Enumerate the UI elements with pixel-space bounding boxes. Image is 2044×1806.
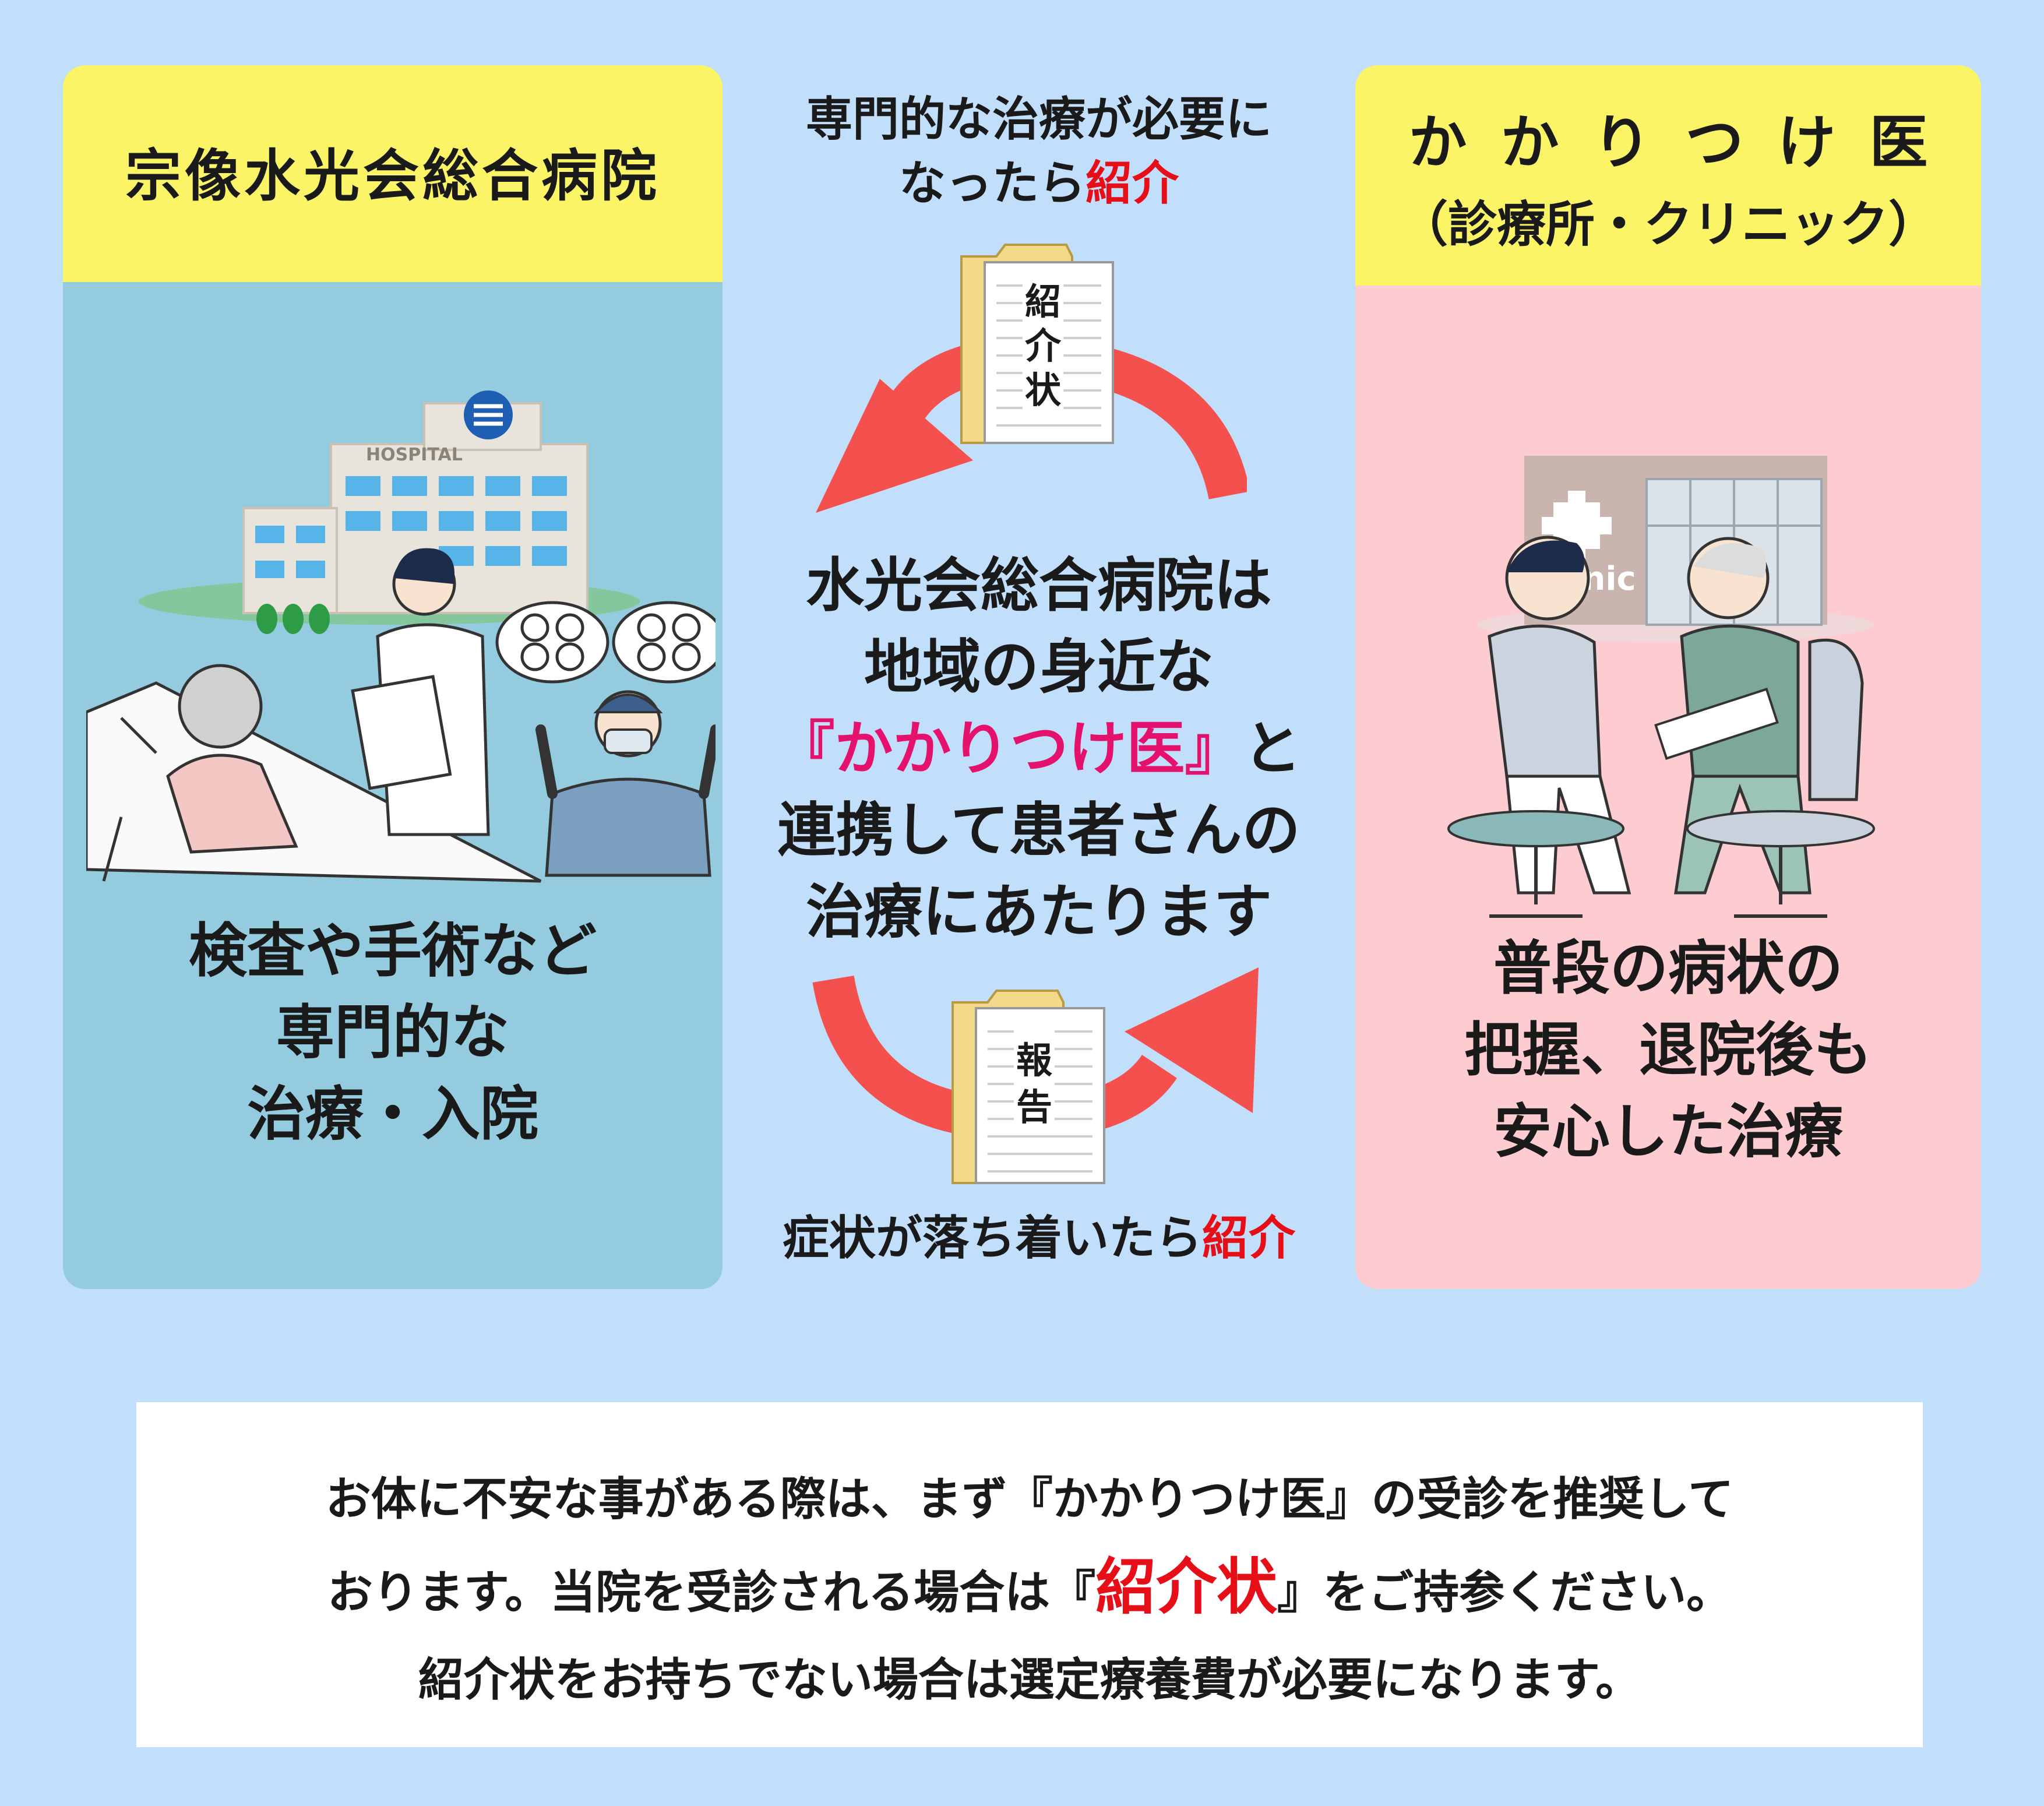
main-message-line5: 治療にあたります bbox=[806, 878, 1272, 946]
referral-caption-top: 専門的な治療が必要に なったら紹介 bbox=[723, 87, 1355, 216]
main-message-line2: 地域の身近な bbox=[864, 633, 1214, 701]
hospital-name: 宗像水光会総合病院 bbox=[125, 143, 660, 209]
hospital-desc-line2: 専門的な bbox=[276, 998, 509, 1066]
report-letter-icon bbox=[951, 990, 1105, 1184]
clinic-header: かかりつけ医 （診療所・クリニック） bbox=[1355, 65, 1981, 286]
hospital-desc-line1: 検査や手術など bbox=[189, 917, 597, 985]
hospital-description: 検査や手術など 専門的な 治療・入院 bbox=[63, 910, 723, 1155]
clinic-desc-line3: 安心した治療 bbox=[1493, 1097, 1843, 1166]
clinic-desc-line2: 把握、退院後も bbox=[1464, 1016, 1872, 1084]
clinic-desc-line1: 普段の病状の bbox=[1493, 934, 1843, 1002]
main-message: 水光会総合病院は 地域の身近な 『かかりつけ医』と 連携して患者さんの 治療にあ… bbox=[723, 545, 1355, 953]
hospital-header: 宗像水光会総合病院 bbox=[63, 65, 723, 282]
referral-caption-top-line2: なったら紹介 bbox=[899, 156, 1179, 210]
clinic-description: 普段の病状の 把握、退院後も 安心した治療 bbox=[1355, 928, 1981, 1173]
report-letter-label: 報 告 bbox=[1016, 1039, 1052, 1128]
main-message-line1: 水光会総合病院は bbox=[806, 551, 1272, 619]
notice-box: お体に不安な事がある際は、まず『かかりつけ医』の受診を推奨して おります。当院を… bbox=[136, 1402, 1923, 1747]
referral-caption-bottom: 症状が落ち着いたら紹介 bbox=[783, 1211, 1295, 1265]
notice-line3: 紹介状をお持ちでない場合は選定療養費が必要になります。 bbox=[418, 1654, 1641, 1706]
main-message-line3: 『かかりつけ医』と bbox=[776, 714, 1302, 783]
clinic-title: かかりつけ医 bbox=[1408, 108, 1962, 177]
referral-letter-label: 紹 介 状 bbox=[1024, 280, 1061, 411]
referral-letter-icon bbox=[960, 244, 1114, 444]
clinic-illustration: Clinic bbox=[1447, 456, 1875, 918]
hospital-sign-text: HOSPITAL bbox=[366, 445, 463, 465]
hospital-illustration: HOSPITAL bbox=[86, 390, 716, 883]
clinic-panel: かかりつけ医 （診療所・クリニック） Clinic 普段の病状の 把握、退院後も… bbox=[1355, 65, 1981, 1289]
hospital-desc-line3: 治療・入院 bbox=[247, 1080, 538, 1148]
referral-caption-top-line1: 専門的な治療が必要に bbox=[806, 92, 1272, 146]
notice-line1: お体に不安な事がある際は、まず『かかりつけ医』の受診を推奨して bbox=[325, 1473, 1734, 1526]
hospital-panel: 宗像水光会総合病院 HOSPITAL bbox=[63, 65, 723, 1289]
notice-line2: おります。当院を受診される場合は『紹介状』をご持参ください。 bbox=[327, 1551, 1732, 1622]
clinic-subtitle: （診療所・クリニック） bbox=[1398, 196, 1937, 253]
main-message-line4: 連携して患者さんの bbox=[777, 796, 1301, 864]
